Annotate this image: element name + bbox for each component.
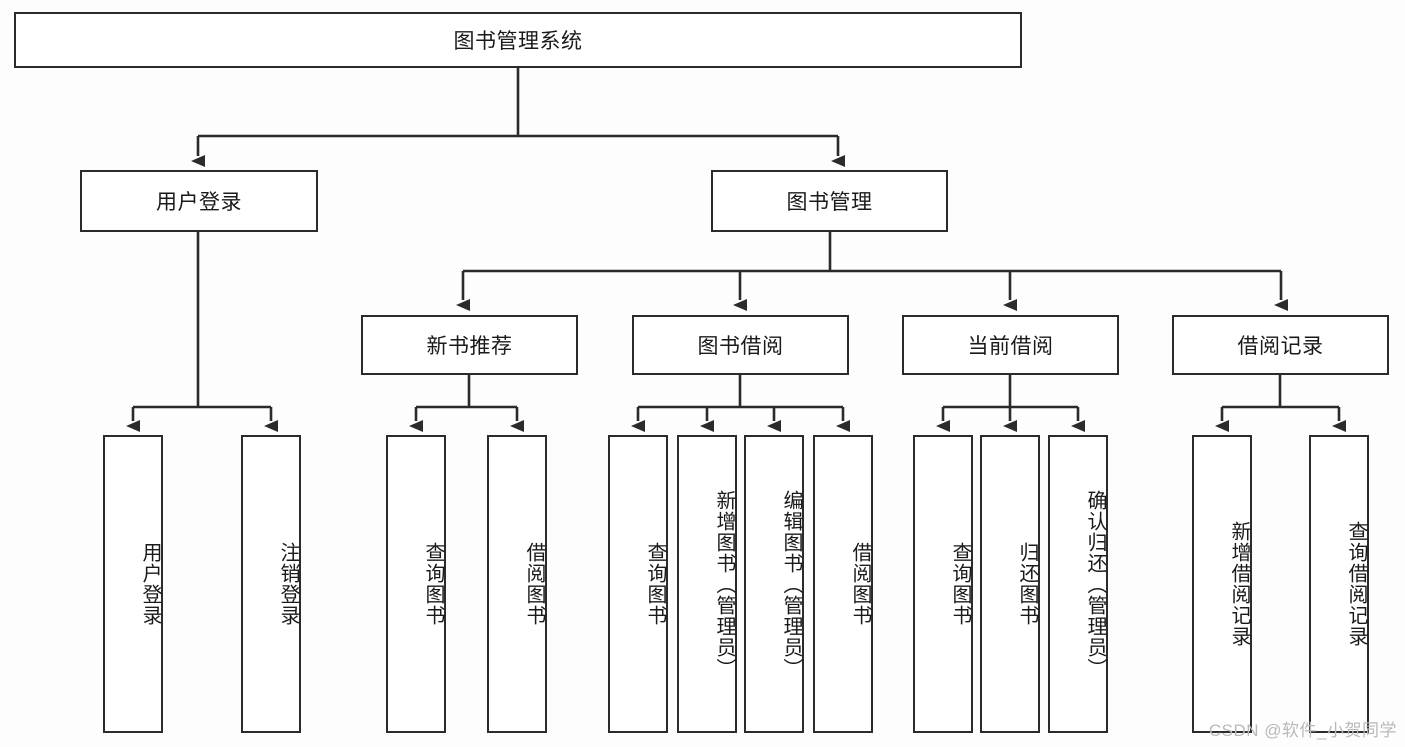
node-new-book-recommend[interactable]: 新书推荐 — [361, 315, 578, 375]
node-book-management[interactable]: 图书管理 — [711, 170, 948, 232]
leaf-query-borrow-record[interactable]: 查询借阅记录 — [1309, 435, 1369, 733]
node-label: 借阅图书 — [849, 542, 871, 626]
leaf-logout-login[interactable]: 注销登录 — [241, 435, 301, 733]
node-label: 图书管理 — [786, 191, 873, 214]
node-label: 查询借阅记录 — [1345, 521, 1367, 647]
leaf-return-book[interactable]: 归还图书 — [980, 435, 1040, 733]
node-label: 用户登录 — [156, 191, 242, 214]
node-label: 图书管理系统 — [453, 30, 583, 53]
node-label: 借阅记录 — [1237, 335, 1324, 358]
node-current-borrow[interactable]: 当前借阅 — [902, 315, 1119, 375]
node-book-borrow[interactable]: 图书借阅 — [632, 315, 849, 375]
leaf-add-borrow-record[interactable]: 新增借阅记录 — [1192, 435, 1252, 733]
node-label: 新书推荐 — [426, 335, 513, 358]
leaf-query-book-recommend[interactable]: 查询图书 — [386, 435, 446, 733]
node-label: 查询图书 — [949, 542, 971, 626]
node-label: 当前借阅 — [967, 335, 1054, 358]
leaf-confirm-return-admin[interactable]: 确认归还（管理员） — [1048, 435, 1108, 733]
node-label: 图书借阅 — [697, 335, 784, 358]
leaf-user-login[interactable]: 用户登录 — [103, 435, 163, 733]
leaf-edit-book-admin[interactable]: 编辑图书（管理员） — [744, 435, 804, 733]
node-book-management-system[interactable]: 图书管理系统 — [14, 12, 1022, 68]
node-user-login[interactable]: 用户登录 — [80, 170, 318, 232]
node-borrow-record[interactable]: 借阅记录 — [1172, 315, 1389, 375]
csdn-watermark: CSDN @软件_小贺同学 — [1208, 721, 1397, 740]
node-label: 注销登录 — [277, 542, 299, 626]
leaf-add-book-admin[interactable]: 新增图书（管理员） — [677, 435, 737, 733]
node-label: 查询图书 — [422, 542, 444, 626]
leaf-query-book-borrow[interactable]: 查询图书 — [608, 435, 668, 733]
node-label: 借阅图书 — [523, 542, 545, 626]
node-label: 新增图书（管理员） — [713, 489, 735, 679]
leaf-query-book-current[interactable]: 查询图书 — [913, 435, 973, 733]
leaf-borrow-book[interactable]: 借阅图书 — [813, 435, 873, 733]
node-label: 查询图书 — [644, 542, 666, 626]
node-label: 用户登录 — [139, 542, 161, 626]
leaf-borrow-book-recommend[interactable]: 借阅图书 — [487, 435, 547, 733]
node-label: 编辑图书（管理员） — [780, 489, 802, 679]
node-label: 新增借阅记录 — [1228, 521, 1250, 647]
node-label: 确认归还（管理员） — [1084, 489, 1106, 679]
node-label: 归还图书 — [1016, 542, 1038, 626]
